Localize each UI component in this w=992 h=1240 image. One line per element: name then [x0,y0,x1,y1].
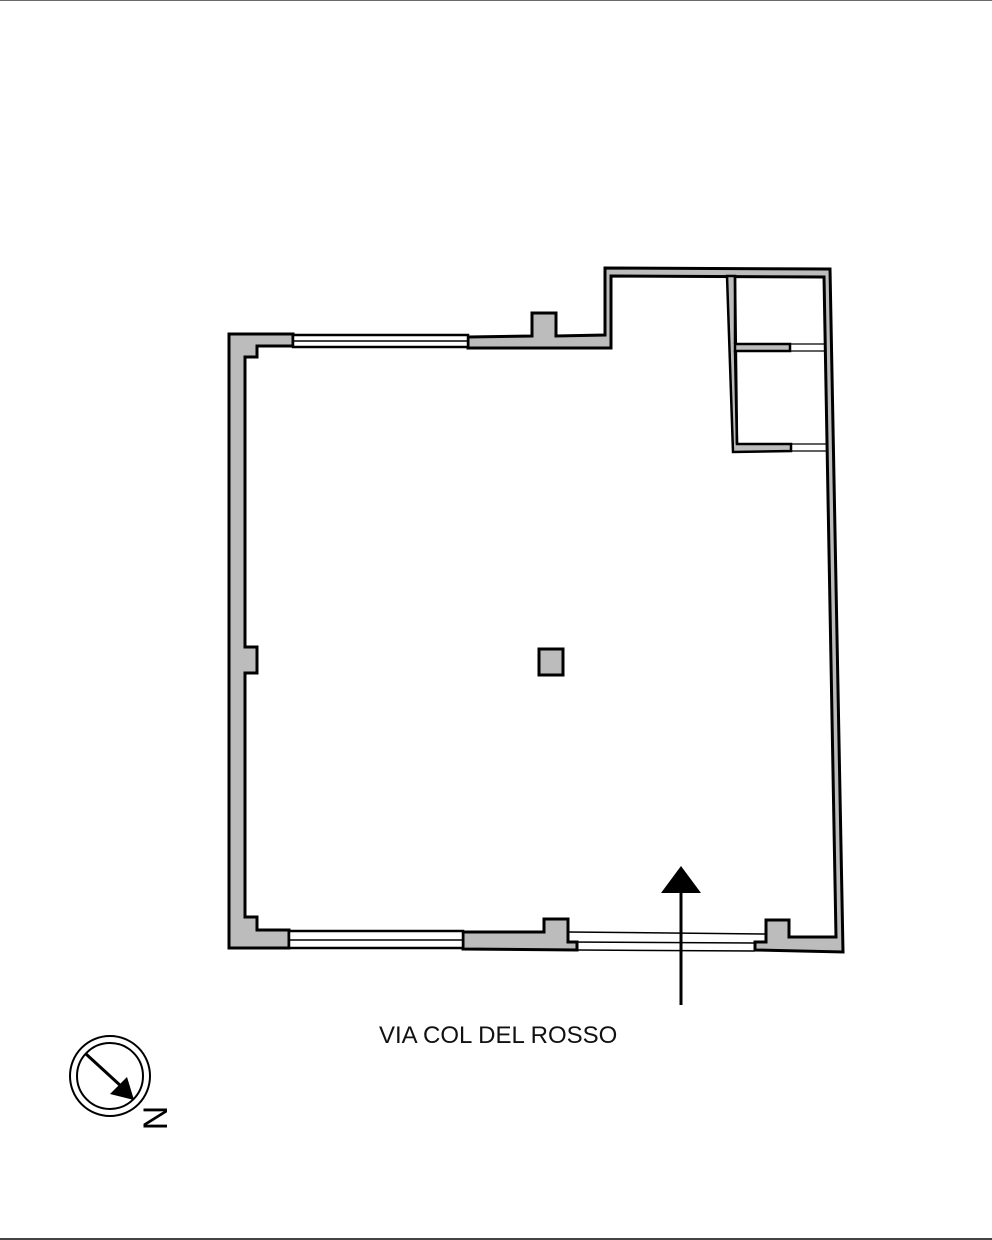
service-windows [790,343,827,452]
wall-north-east-segment [466,266,845,954]
page-bottom-border [0,1238,992,1240]
partition-middle [733,342,792,353]
outer-walls [227,266,845,954]
entrance-arrow-icon [661,866,701,1005]
page-top-border [0,0,992,1]
window-north [291,333,470,349]
street-name-label: VIA COL DEL ROSSO [379,1022,618,1049]
north-compass-icon [69,1035,151,1117]
service-rooms [725,274,793,454]
wall-west [227,332,295,950]
structural-column [537,647,565,677]
window-south-west [287,929,465,950]
wall-south-middle [461,917,579,952]
window-south-entrance [567,931,767,952]
windows [287,333,767,952]
north-label: N [135,1105,174,1131]
